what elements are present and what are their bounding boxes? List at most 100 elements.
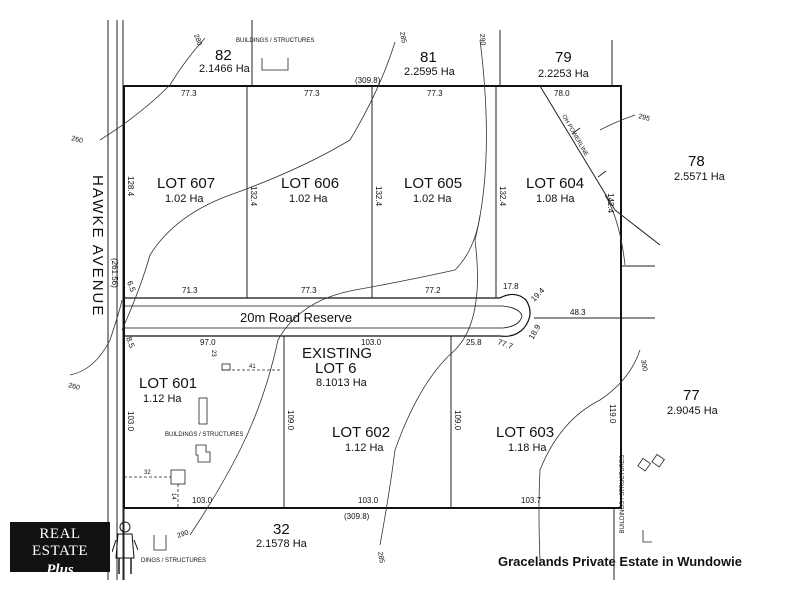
dimension: 142.4	[606, 193, 615, 214]
contour-label: 300	[639, 359, 648, 372]
structures-label: BUILDINGS / STRUCTURES	[236, 38, 314, 44]
dimension: (261.56)	[110, 258, 119, 288]
contour-label: 290	[478, 34, 486, 46]
lot-name: LOT 607	[157, 175, 215, 192]
powerline	[539, 85, 616, 211]
neighbour-lot-area: 2.5571 Ha	[674, 171, 726, 183]
dimension: 48.3	[570, 308, 586, 317]
structure	[637, 457, 651, 472]
dimension: 103.0	[126, 411, 135, 432]
lot-area: 1.02 Ha	[289, 193, 328, 205]
structure	[221, 363, 231, 371]
structure	[642, 530, 652, 543]
map-caption: Gracelands Private Estate in Wundowie	[498, 554, 742, 569]
dimension: 77.7	[496, 337, 514, 351]
dimension: 78.0	[554, 89, 570, 98]
neighbour-lot-area: 2.2595 Ha	[404, 66, 456, 78]
existing-lot-label: LOT 6	[315, 360, 356, 377]
lot-area: 1.08 Ha	[536, 193, 575, 205]
structures-label: BUILDINGS / STRUCTURES	[165, 432, 243, 438]
structures-label: DINGS / STRUCTURES	[141, 558, 206, 564]
road-reserve-outline	[124, 293, 531, 337]
contour-line	[99, 37, 206, 141]
powerline-marker	[571, 127, 581, 135]
lot-area: 1.18 Ha	[508, 442, 547, 454]
real-estate-plus-logo: REAL ESTATE Plus	[10, 522, 110, 578]
dimension: 32	[144, 470, 151, 476]
structure	[153, 535, 167, 551]
dimension: 41	[249, 364, 256, 370]
dimension: 128.4	[126, 176, 135, 197]
dimension: 25.8	[466, 338, 482, 347]
contour-label: 285	[398, 31, 407, 44]
dimension: 132.4	[498, 186, 507, 207]
neighbour-lot-number: 82	[215, 47, 232, 64]
dimension: 132.4	[374, 186, 383, 207]
dimension: 71.3	[182, 286, 198, 295]
existing-lot-area: 8.1013 Ha	[316, 377, 368, 389]
neighbour-lot-number: 32	[273, 521, 290, 538]
lot-name: LOT 604	[526, 175, 584, 192]
road-reserve-inner	[124, 305, 523, 329]
dimension: 6.5	[125, 280, 137, 294]
dimension: 109.0	[453, 410, 462, 431]
dimension: 14	[170, 493, 176, 500]
dimension: 97.0	[200, 338, 216, 347]
dimension: 77.3	[304, 89, 320, 98]
dimension: 23	[210, 350, 216, 357]
contour-label: 295	[637, 113, 650, 123]
structure	[195, 444, 211, 463]
contour-label: 280	[192, 33, 203, 46]
dimension: 8.5	[124, 336, 136, 350]
dimension: 77.3	[301, 286, 317, 295]
contour-label: 260	[70, 135, 83, 145]
lot-area: 1.12 Ha	[143, 393, 182, 405]
contour-line	[538, 349, 641, 561]
neighbour-lot-area: 2.2253 Ha	[538, 68, 590, 80]
lot-name: LOT 606	[281, 175, 339, 192]
contour-line	[379, 39, 487, 546]
dimension: 77.2	[425, 286, 441, 295]
logo-line-2: Plus	[46, 562, 74, 578]
dimension: 132.4	[249, 186, 258, 207]
dimension: 77.3	[427, 89, 443, 98]
neighbour-lot-area: 2.1578 Ha	[256, 538, 308, 550]
structure	[651, 453, 665, 468]
powerline-label: OH POWERLINE	[560, 114, 589, 157]
dimension: 18.9	[527, 323, 543, 341]
dimension: 103.0	[361, 338, 382, 347]
dimension: 17.8	[503, 282, 519, 291]
contour-line	[604, 194, 626, 266]
neighbour-lot-number: 77	[683, 387, 700, 404]
street-name: HAWKE AVENUE	[89, 175, 106, 317]
dimension: 19.4	[529, 286, 547, 304]
road-reserve-label: 20m Road Reserve	[240, 310, 352, 325]
neighbour-lot-number: 79	[555, 49, 572, 66]
neighbour-lot-number: 78	[688, 153, 705, 170]
powerline	[614, 209, 661, 246]
neighbour-lot-number: 81	[420, 49, 437, 66]
lot-area: 1.12 Ha	[345, 442, 384, 454]
dimension: 103.7	[521, 496, 542, 505]
structure	[198, 397, 208, 425]
lot-name: LOT 603	[496, 424, 554, 441]
contour-label: 260	[67, 382, 80, 392]
dimension: 103.0	[192, 496, 213, 505]
contour-label: 290	[176, 529, 189, 540]
contour-line	[69, 299, 123, 376]
contour-line	[121, 41, 396, 331]
structure	[170, 469, 186, 485]
powerline-marker	[597, 170, 607, 178]
contour-line	[189, 214, 481, 536]
dimension: 77.3	[181, 89, 197, 98]
dimension: (309.8)	[355, 76, 381, 85]
lot-area: 1.02 Ha	[165, 193, 204, 205]
contour-label: 285	[376, 551, 385, 564]
contour-line	[599, 114, 636, 131]
lot-area: 1.02 Ha	[413, 193, 452, 205]
lot-name: LOT 605	[404, 175, 462, 192]
dimension: 109.0	[286, 410, 295, 431]
dimension: (309.8)	[344, 512, 370, 521]
existing-lot-label: EXISTING	[302, 345, 372, 362]
